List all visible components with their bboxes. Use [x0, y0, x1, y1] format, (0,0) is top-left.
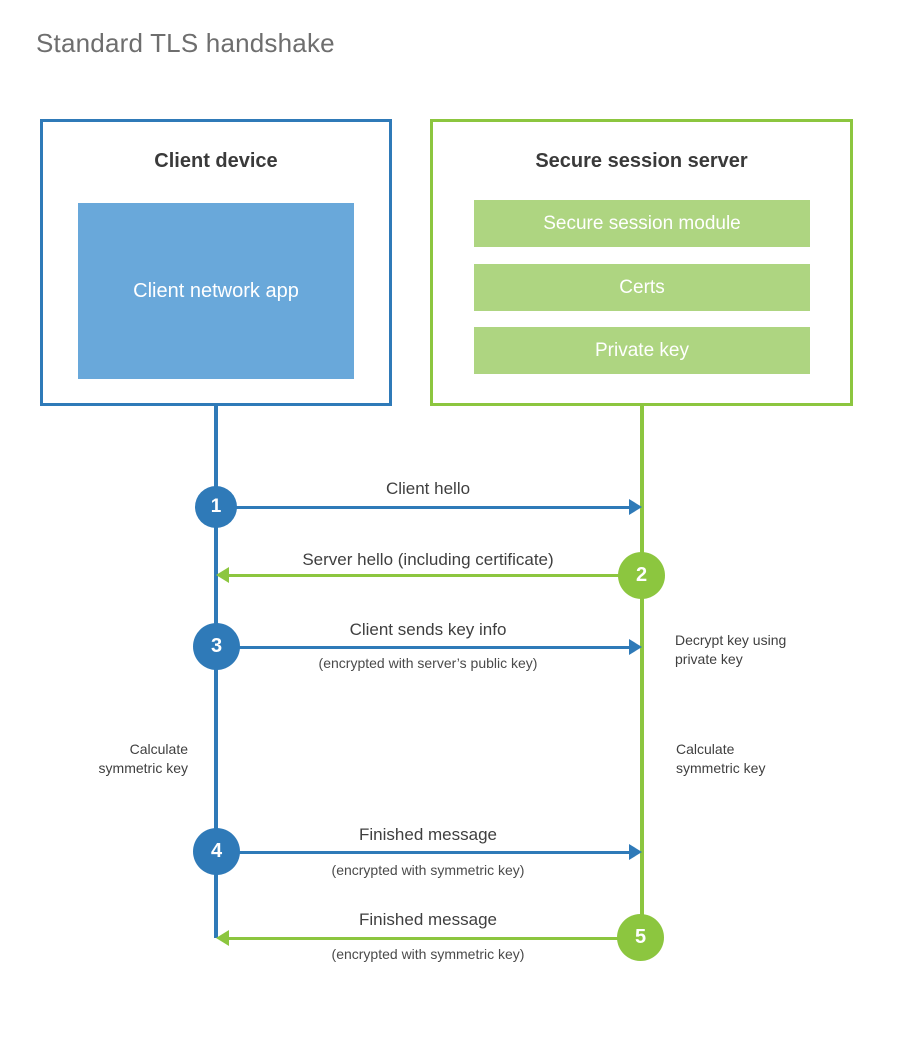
- step-4-message-sublabel: (encrypted with symmetric key): [331, 862, 525, 878]
- step-1-arrow-line: [216, 506, 630, 509]
- step-5-message-label: Finished message: [359, 910, 497, 929]
- step-5-arrow-line: [228, 937, 620, 940]
- step-4-arrow-line: [228, 851, 630, 854]
- step-marker-2: 2: [618, 552, 665, 599]
- secure-session-server-box: Secure session server Secure session mod…: [430, 119, 853, 406]
- step-4-arrow-head-right-icon: [629, 844, 642, 860]
- client-network-app-block: Client network app: [78, 203, 354, 379]
- annotation-calculate-symmetric-key-server: Calculate symmetric key: [676, 741, 766, 776]
- step-2-message-label: Server hello (including certificate): [302, 550, 554, 569]
- step-marker-5: 5: [617, 914, 664, 961]
- step-4-message-label: Finished message: [359, 825, 497, 844]
- step-marker-4: 4: [193, 828, 240, 875]
- step-1-arrow-head-right-icon: [629, 499, 642, 515]
- client-device-box: Client device Client network app: [40, 119, 392, 406]
- server-component-private-key: Private key: [474, 327, 810, 374]
- page-title: Standard TLS handshake: [36, 28, 335, 58]
- annotation-decrypt-key: Decrypt key using private key: [675, 632, 787, 667]
- step-3-message-label: Client sends key info: [349, 620, 507, 639]
- server-component-secure-session-module: Secure session module: [474, 200, 810, 247]
- secure-session-server-title: Secure session server: [535, 150, 748, 172]
- step-3-message-sublabel: (encrypted with server’s public key): [318, 655, 538, 671]
- annotation-calculate-symmetric-key-client: Calculate symmetric key: [98, 741, 188, 776]
- server-component-certs: Certs: [474, 264, 810, 311]
- client-lifeline: [214, 406, 218, 938]
- step-3-arrow-line: [228, 646, 630, 649]
- step-2-arrow-head-left-icon: [216, 567, 229, 583]
- server-lifeline: [640, 406, 644, 938]
- step-3-arrow-head-right-icon: [629, 639, 642, 655]
- step-1-message-label: Client hello: [385, 479, 471, 498]
- step-2-arrow-line: [228, 574, 620, 577]
- step-marker-3: 3: [193, 623, 240, 670]
- client-device-title: Client device: [154, 150, 278, 172]
- step-5-arrow-head-left-icon: [216, 930, 229, 946]
- step-marker-1: 1: [195, 486, 237, 528]
- step-5-message-sublabel: (encrypted with symmetric key): [331, 946, 525, 962]
